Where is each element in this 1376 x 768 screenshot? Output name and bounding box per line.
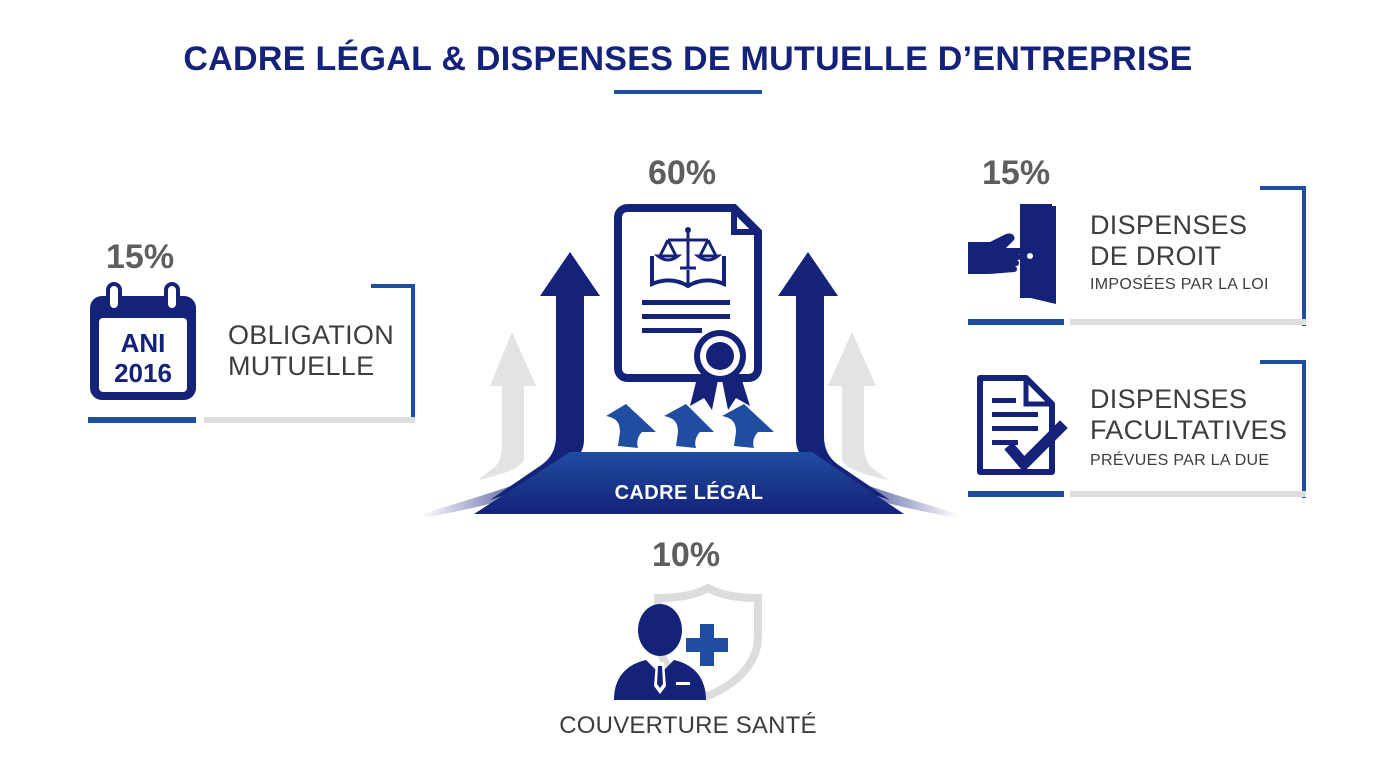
right-top-bottom-accent: [968, 319, 1064, 325]
left-label-line-1: OBLIGATION: [228, 320, 395, 350]
navy-arrow-right: [778, 252, 890, 500]
right-top-title-line-2: DE DROIT: [1090, 241, 1222, 271]
page-title: CADRE LÉGAL & DISPENSES DE MUTUELLE D’EN…: [183, 40, 1193, 78]
right-bottom-bottom-accent: [968, 491, 1064, 497]
right-top-percent: 15%: [982, 154, 1051, 192]
hand-door-icon: [968, 204, 1056, 304]
legal-document-icon: [614, 204, 762, 410]
right-top-title: DISPENSES DE DROIT: [1090, 210, 1247, 272]
right-top-subtitle: IMPOSÉES PAR LA LOI: [1090, 276, 1269, 293]
calendar-line-1: ANI: [120, 328, 166, 358]
left-box-bottom-accent: [88, 417, 196, 423]
right-bottom-title: DISPENSES FACULTATIVES: [1090, 384, 1287, 446]
cadre-legal-label: CADRE LÉGAL: [614, 482, 764, 504]
right-top-box-right-edge: [1302, 186, 1306, 326]
navy-arrow-left: [490, 252, 600, 500]
legal-framework-graphic: [422, 204, 958, 518]
grey-arrow-right: [828, 332, 888, 480]
left-box-right-edge: [411, 284, 415, 422]
right-bottom-bottom-bar: [1070, 491, 1306, 497]
blue-arrow-1: [606, 404, 656, 448]
cadre-legal-base: [474, 452, 904, 514]
right-bottom-subtitle: PRÉVUES PAR LA DUE: [1090, 452, 1270, 469]
checklist-document-icon: [977, 375, 1068, 475]
grey-arrow-left: [478, 332, 536, 480]
right-top-bottom-bar: [1070, 319, 1306, 325]
person-shield-icon: [614, 583, 762, 701]
bottom-percent: 10%: [652, 536, 721, 574]
right-top-title-line-1: DISPENSES: [1090, 210, 1248, 240]
left-box-bottom-bar: [204, 417, 415, 423]
blue-arrow-2: [664, 404, 714, 448]
base-sweep-left: [422, 468, 560, 518]
calendar-icon: ANI 2016: [86, 282, 200, 404]
left-percent: 15%: [106, 238, 175, 276]
left-box-top-edge: [371, 284, 415, 288]
left-label: OBLIGATION MUTUELLE: [228, 320, 394, 382]
right-bottom-title-line-2: FACULTATIVES: [1090, 415, 1288, 445]
center-percent: 60%: [648, 154, 717, 192]
blue-arrow-3: [722, 404, 774, 448]
calendar-line-2: 2016: [114, 358, 172, 388]
right-bottom-box-top-edge: [1260, 360, 1306, 364]
right-top-box-top-edge: [1260, 186, 1306, 190]
right-bottom-box-right-edge: [1302, 360, 1306, 498]
base-sweep-right: [820, 468, 958, 518]
title-underline: [614, 90, 762, 94]
bottom-label: COUVERTURE SANTÉ: [559, 712, 817, 739]
left-label-line-2: MUTUELLE: [228, 351, 375, 381]
right-bottom-title-line-1: DISPENSES: [1090, 384, 1248, 414]
